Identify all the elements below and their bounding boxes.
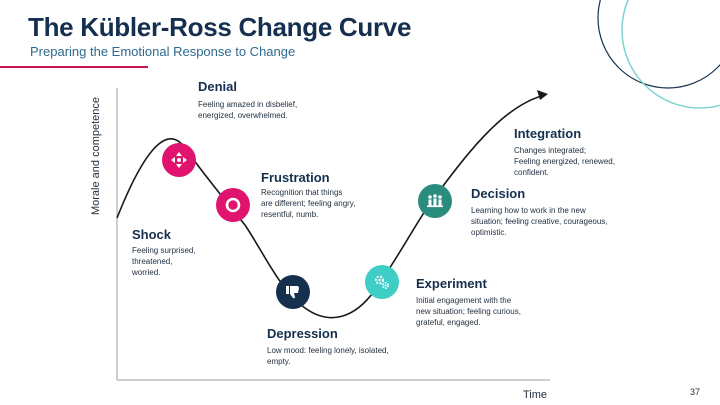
stage-title-experiment: Experiment bbox=[416, 276, 487, 291]
stage-desc-shock: Feeling surprised, threatened, worried. bbox=[132, 246, 196, 277]
stage-desc-denial: Feeling amazed in disbelief, energized, … bbox=[198, 100, 298, 120]
curve-arrowhead bbox=[537, 90, 548, 100]
stage-title-decision: Decision bbox=[471, 186, 526, 201]
frustration-stage-icon bbox=[216, 188, 250, 222]
slide-title: The Kübler-Ross Change Curve bbox=[28, 12, 412, 42]
stage-desc-frustration: Recognition that things are different; f… bbox=[261, 188, 356, 219]
stage-title-shock: Shock bbox=[132, 227, 172, 242]
experiment-stage-icon bbox=[365, 265, 399, 299]
team-icon bbox=[427, 194, 443, 208]
stage-desc-experiment: Initial engagement with the new situatio… bbox=[416, 296, 521, 327]
stage-title-denial: Denial bbox=[198, 79, 238, 94]
slide-subtitle: Preparing the Emotional Response to Chan… bbox=[30, 44, 296, 59]
stage-title-integration: Integration bbox=[514, 126, 582, 141]
gears-icon bbox=[375, 275, 389, 289]
arrows-move-icon bbox=[171, 152, 187, 168]
title-underline bbox=[0, 66, 148, 68]
decision-stage-icon bbox=[418, 184, 452, 218]
y-axis-label: Morale and competence bbox=[90, 97, 102, 216]
stage-desc-integration: Changes integrated; Feeling energized, r… bbox=[514, 146, 615, 177]
x-axis-label: Time bbox=[523, 389, 548, 401]
stage-desc-depression: Low mood: feeling lonely, isolated, empt… bbox=[267, 346, 389, 366]
stage-title-depression: Depression bbox=[267, 326, 338, 341]
stage-desc-decision: Learning how to work in the new situatio… bbox=[471, 206, 608, 237]
ring-icon bbox=[225, 197, 241, 213]
depression-stage-icon bbox=[276, 275, 310, 309]
thumbs-down-icon bbox=[286, 286, 299, 299]
denial-stage-icon bbox=[162, 143, 196, 177]
page-number: 37 bbox=[690, 387, 701, 397]
stage-title-frustration: Frustration bbox=[261, 170, 330, 185]
